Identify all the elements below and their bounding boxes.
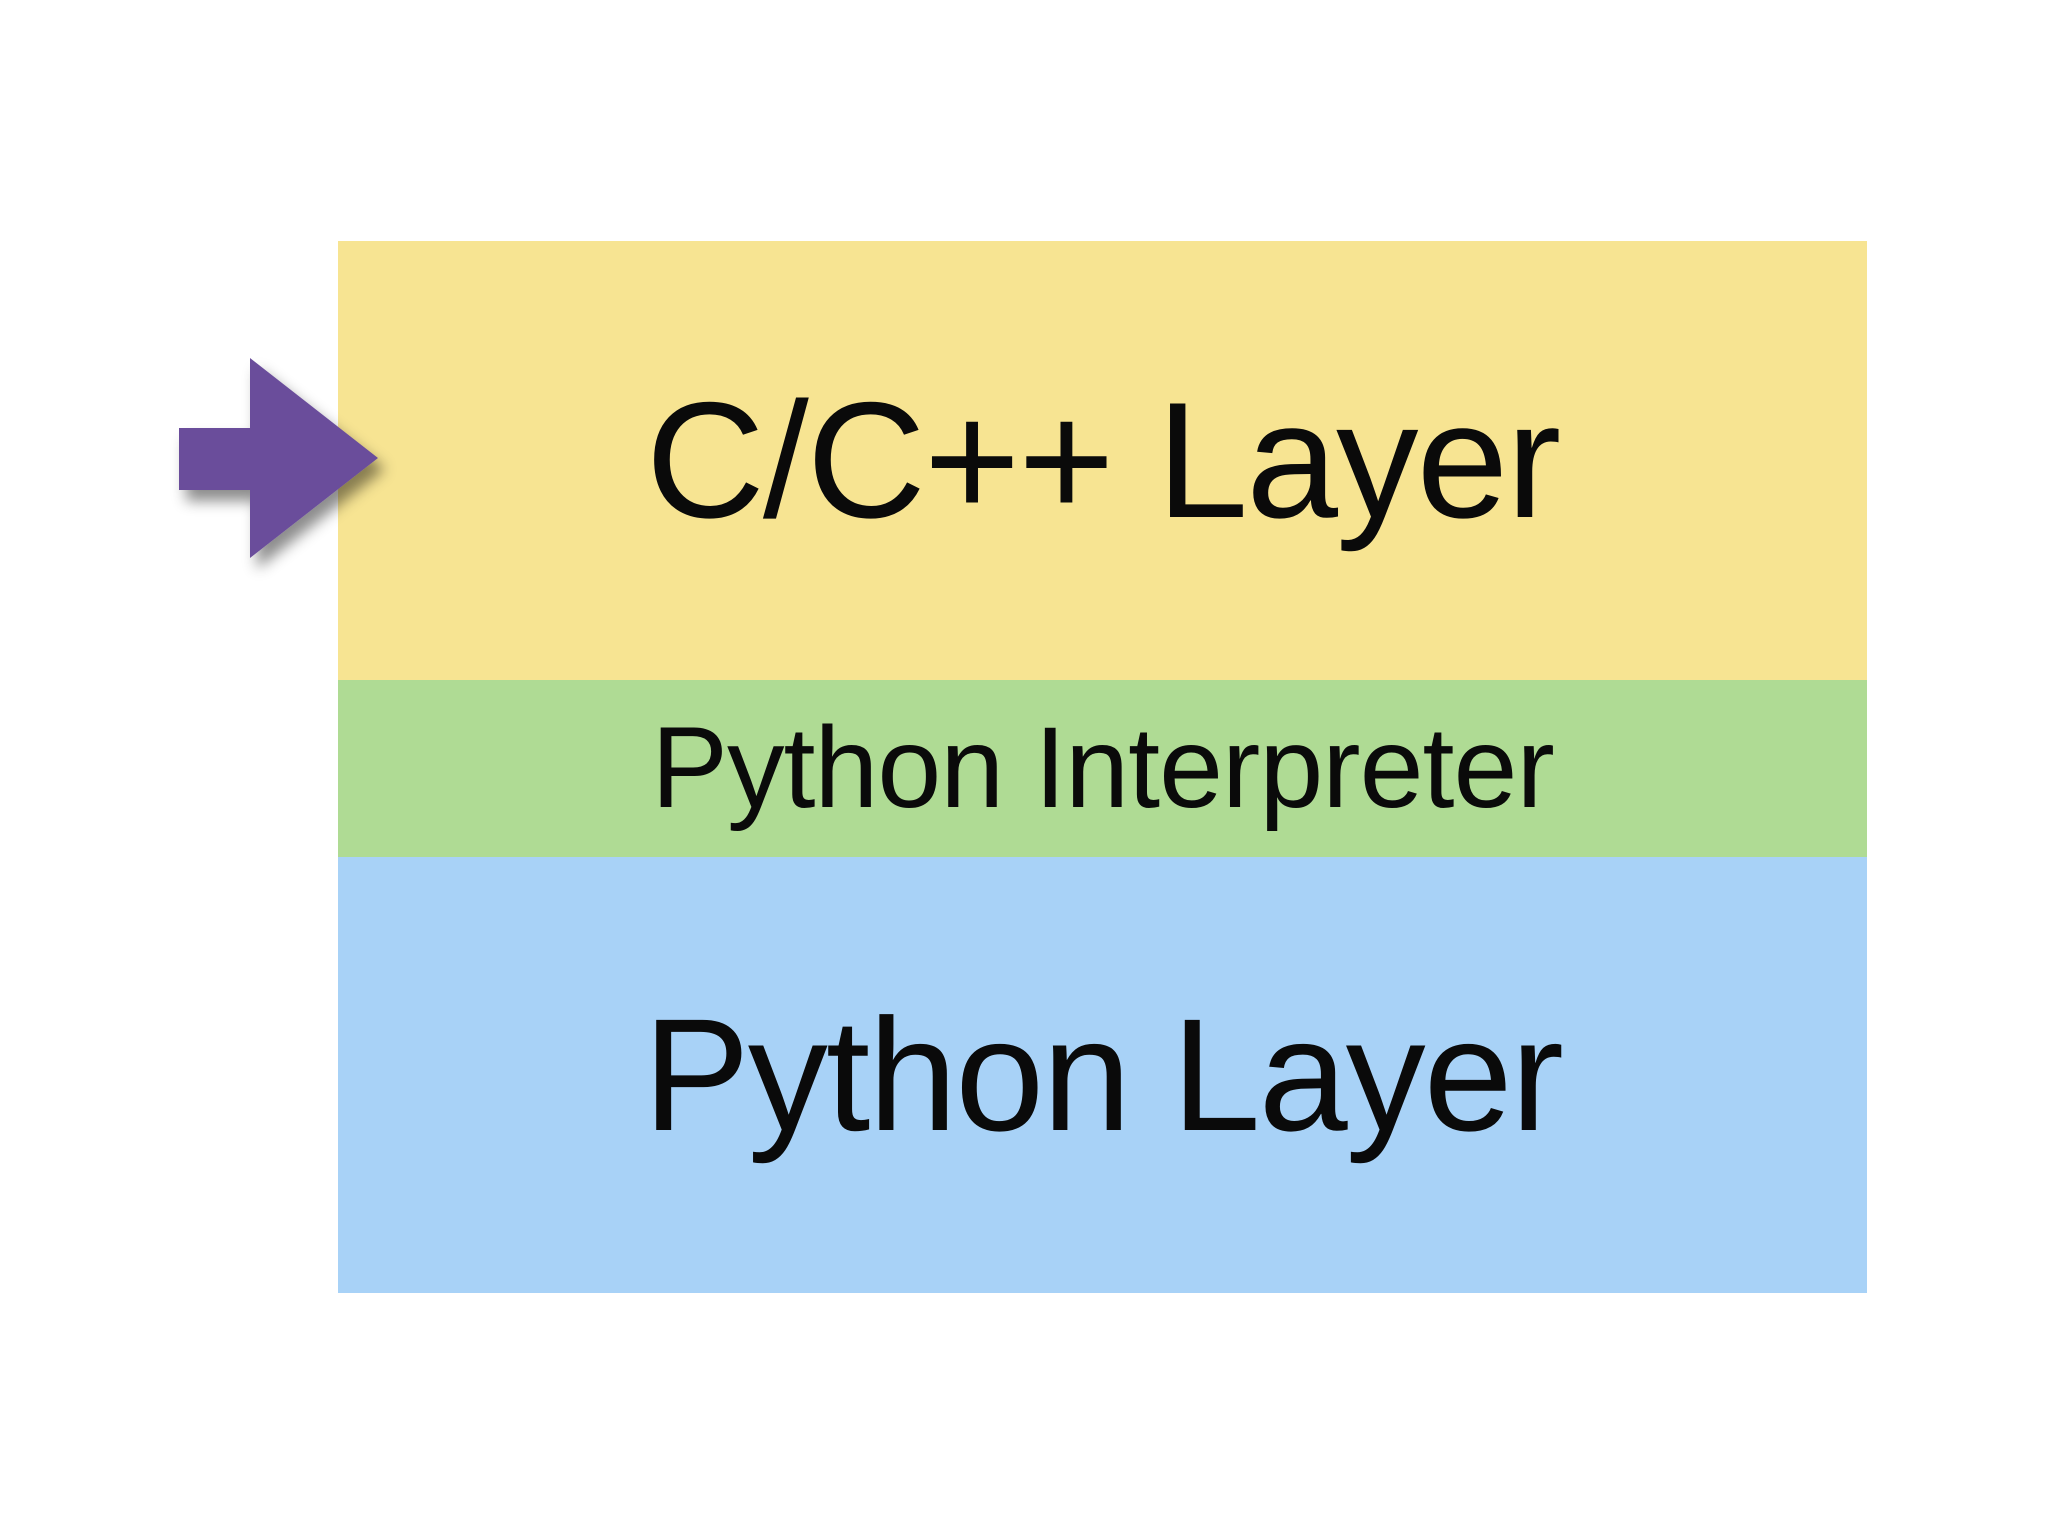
right-arrow-icon bbox=[179, 358, 378, 558]
layer-python: Python Layer bbox=[338, 857, 1867, 1293]
layer-stack: C/C++ Layer Python Interpreter Python La… bbox=[338, 241, 1867, 1293]
right-arrow-shape bbox=[179, 358, 378, 558]
layer-python-label: Python Layer bbox=[643, 985, 1564, 1164]
layer-c-cpp-label: C/C++ Layer bbox=[645, 368, 1561, 552]
layer-python-interpreter: Python Interpreter bbox=[338, 680, 1867, 857]
layer-c-cpp: C/C++ Layer bbox=[338, 241, 1867, 680]
layer-python-interpreter-label: Python Interpreter bbox=[651, 704, 1555, 832]
